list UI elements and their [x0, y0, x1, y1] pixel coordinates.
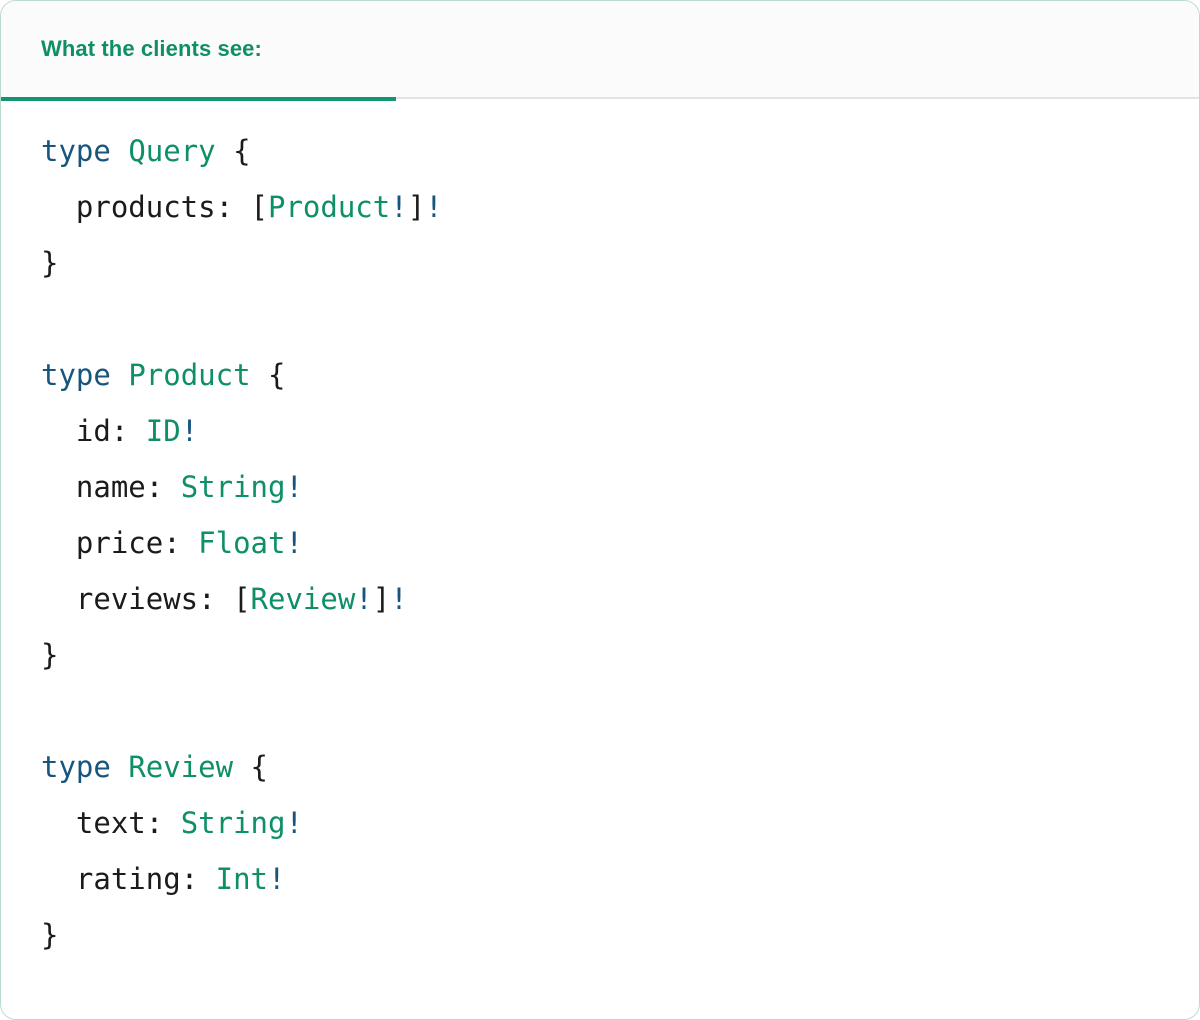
keyword-type: type: [41, 134, 111, 168]
colon: :: [215, 190, 251, 224]
scalar-id: ID: [145, 414, 181, 448]
brace-open: {: [268, 358, 286, 392]
colon: :: [110, 414, 146, 448]
code-blank-line: [41, 291, 1159, 347]
colon: :: [198, 582, 234, 616]
indent: [41, 862, 76, 896]
non-null-bang: !: [285, 470, 303, 504]
keyword-type: type: [41, 750, 111, 784]
colon: :: [145, 806, 181, 840]
indent: [41, 582, 76, 616]
colon: :: [163, 526, 199, 560]
non-null-bang: !: [355, 582, 373, 616]
indent: [41, 190, 76, 224]
brace-close: }: [41, 918, 59, 952]
space: [111, 750, 128, 784]
non-null-bang: !: [390, 582, 408, 616]
scalar-string: String: [180, 470, 286, 504]
code-line: price: Float!: [41, 526, 303, 560]
non-null-bang: !: [390, 190, 408, 224]
tab-bar: What the clients see:: [1, 1, 1199, 101]
space: [216, 134, 233, 168]
code-line: type Product {: [41, 358, 285, 392]
type-name-product: Product: [128, 358, 251, 392]
space: [233, 750, 250, 784]
code-line: }: [41, 918, 58, 952]
indent: [41, 806, 76, 840]
brace-close: }: [41, 246, 59, 280]
non-null-bang: !: [285, 806, 303, 840]
colon: :: [145, 470, 181, 504]
scalar-float: Float: [198, 526, 286, 560]
indent: [41, 470, 76, 504]
field-name: name: [75, 470, 146, 504]
bracket-open: [: [233, 582, 251, 616]
code-line: reviews: [Review!]!: [41, 582, 408, 616]
code-line: products: [Product!]!: [41, 190, 443, 224]
brace-close: }: [41, 638, 59, 672]
tab-label: What the clients see:: [41, 36, 262, 61]
colon: :: [180, 862, 216, 896]
brace-open: {: [250, 750, 269, 784]
non-null-bang: !: [180, 414, 199, 448]
field-price: price: [75, 526, 164, 560]
field-id: id: [75, 414, 111, 448]
non-null-bang: !: [425, 190, 443, 224]
brace-open: {: [233, 134, 251, 168]
scalar-string: String: [180, 806, 286, 840]
indent: [41, 526, 76, 560]
field-reviews: reviews: [75, 582, 199, 616]
space: [111, 134, 128, 168]
bracket-close: ]: [372, 582, 391, 616]
tab-what-the-clients-see[interactable]: What the clients see:: [1, 1, 396, 97]
code-line: id: ID!: [41, 414, 198, 448]
type-name-query: Query: [128, 134, 216, 168]
indent: [41, 414, 76, 448]
code-line: name: String!: [41, 470, 303, 504]
code-line: text: String!: [41, 806, 303, 840]
code-line: type Query {: [41, 134, 251, 168]
non-null-bang: !: [268, 862, 286, 896]
non-null-bang: !: [285, 526, 303, 560]
bracket-close: ]: [407, 190, 426, 224]
bracket-open: [: [250, 190, 268, 224]
space: [251, 358, 268, 392]
code-viewer: type Query { products: [Product!]! } typ…: [1, 99, 1199, 963]
type-name-review: Review: [128, 750, 234, 784]
code-line: rating: Int!: [41, 862, 286, 896]
type-name-product: Product: [268, 190, 391, 224]
code-blank-line: [41, 683, 1159, 739]
code-line: }: [41, 638, 58, 672]
field-products: products: [75, 190, 216, 224]
type-name-review: Review: [250, 582, 356, 616]
space: [111, 358, 128, 392]
code-line: }: [41, 246, 58, 280]
scalar-int: Int: [215, 862, 268, 896]
field-rating: rating: [75, 862, 181, 896]
graphql-schema-code: type Query { products: [Product!]! } typ…: [1, 123, 1199, 963]
keyword-type: type: [41, 358, 111, 392]
code-line: type Review {: [41, 750, 268, 784]
field-text: text: [75, 806, 146, 840]
tab-active-underline: [1, 97, 396, 101]
